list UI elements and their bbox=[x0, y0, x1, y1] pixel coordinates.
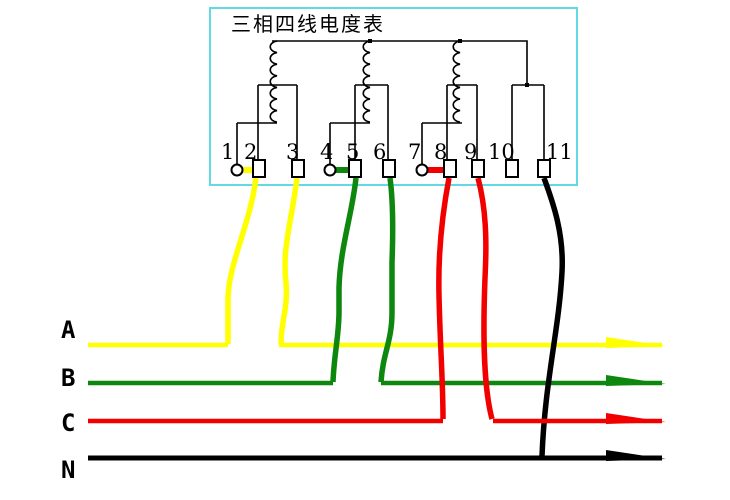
coil-phase-b bbox=[362, 40, 371, 123]
terminal-label-7: 7 bbox=[408, 140, 421, 164]
phase-c-wire-terminal-9 bbox=[475, 177, 495, 420]
coil-phase-a bbox=[269, 40, 278, 123]
terminal-1-circle bbox=[230, 163, 244, 177]
bus-c-arrow bbox=[606, 413, 666, 424]
element-a-wiring bbox=[236, 84, 298, 165]
terminal-4-circle bbox=[323, 163, 337, 177]
bus-b-arrow bbox=[606, 375, 666, 386]
terminal-11-box bbox=[537, 159, 551, 178]
phase-label-c: C bbox=[61, 409, 75, 437]
phase-label-b: B bbox=[61, 364, 75, 392]
coil-phase-c bbox=[452, 40, 461, 123]
phase-b-wire-terminal-5 bbox=[330, 177, 359, 383]
voltage-link-7-8 bbox=[426, 167, 445, 173]
phase-c-wire-terminal-8 bbox=[436, 177, 452, 420]
voltage-link-1-2 bbox=[241, 167, 254, 173]
element-b-wiring bbox=[329, 84, 389, 165]
terminal-label-8: 8 bbox=[434, 140, 447, 164]
element-c-wiring bbox=[421, 84, 478, 165]
terminal-label-4: 4 bbox=[320, 140, 333, 164]
bus-n-arrow bbox=[606, 450, 666, 461]
bus-junction-dot bbox=[525, 83, 529, 87]
terminal-9-box bbox=[471, 159, 485, 178]
terminal-label-9: 9 bbox=[464, 140, 477, 164]
terminal-2-box bbox=[252, 159, 266, 178]
phase-label-n: N bbox=[61, 456, 75, 484]
terminal-label-3: 3 bbox=[286, 140, 299, 164]
terminal-10-box bbox=[505, 159, 519, 178]
voltage-link-4-5 bbox=[334, 167, 350, 173]
terminal-7-circle bbox=[415, 163, 429, 177]
neutral-wire-terminal-11 bbox=[539, 177, 566, 457]
terminal-5-box bbox=[348, 159, 362, 178]
phase-a-wire-terminal-3 bbox=[278, 177, 300, 345]
terminal-label-6: 6 bbox=[373, 140, 386, 164]
terminal-3-box bbox=[291, 159, 305, 178]
phase-b-wire-terminal-6 bbox=[378, 177, 396, 383]
meter-title: 三相四线电度表 bbox=[231, 12, 385, 36]
phase-a-wire-terminal-2 bbox=[225, 177, 259, 344]
terminal-label-5: 5 bbox=[346, 140, 359, 164]
terminal-label-1: 1 bbox=[221, 140, 234, 164]
terminal-label-2: 2 bbox=[244, 140, 257, 164]
terminal-8-box bbox=[443, 159, 457, 178]
phase-label-a: A bbox=[61, 316, 76, 344]
terminal-6-box bbox=[382, 159, 396, 178]
bus-a-arrow bbox=[606, 337, 666, 348]
